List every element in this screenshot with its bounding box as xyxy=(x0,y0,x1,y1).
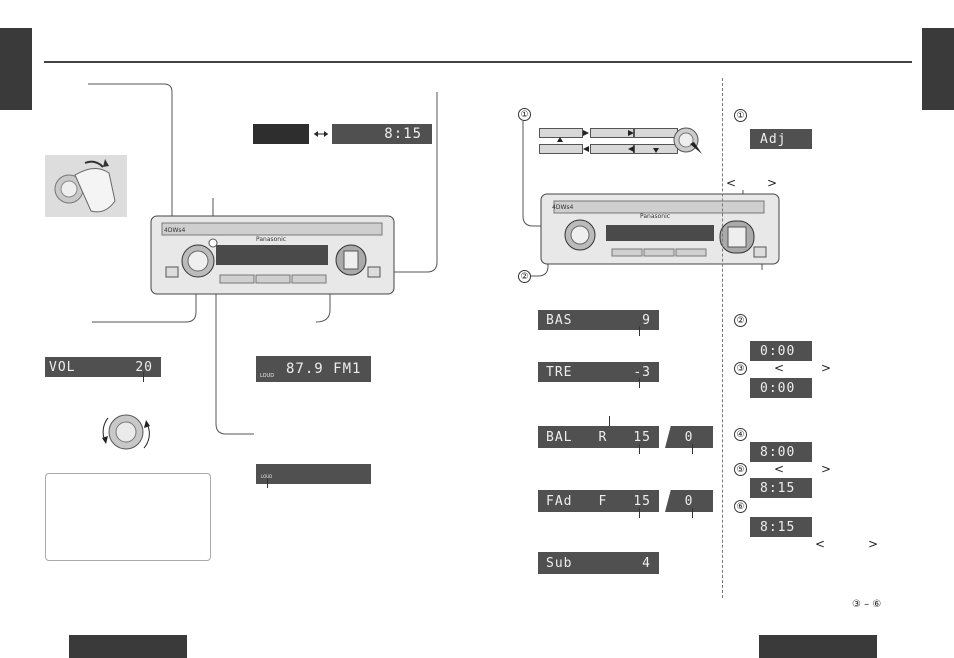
audio-balance-display: BAL R 15 xyxy=(538,426,659,448)
left-stereo-brand: Panasonic xyxy=(256,236,287,243)
steps-range-note: ③ – ⑥ xyxy=(852,599,882,610)
right-stereo-chevron-right: > xyxy=(767,176,778,190)
step5-chevron-left: < xyxy=(774,462,785,476)
step-2-marker: ② xyxy=(518,270,531,283)
adjust-time-display-2: 0:00 xyxy=(750,378,812,398)
flow-box-4 xyxy=(539,144,583,154)
volume-value: 20 xyxy=(135,359,153,375)
left-stereo-badge: 4DWs4 xyxy=(164,227,186,234)
step6-chevron-right: > xyxy=(868,537,879,551)
volume-display: VOL 20 xyxy=(45,357,161,377)
adjust-step-6-marker: ⑥ xyxy=(734,500,747,513)
flow-box-1 xyxy=(539,128,583,138)
step3-chevron-right: > xyxy=(821,361,832,375)
note-box xyxy=(45,473,211,561)
audio-fader-label: FAd xyxy=(546,493,573,509)
clock-blank-display xyxy=(253,124,309,144)
radio-loud-indicator: LOUD xyxy=(260,373,275,379)
adjust-time-display-3: 8:00 xyxy=(750,442,812,462)
right-footer-bar xyxy=(759,635,877,658)
audio-subwoofer-label: Sub xyxy=(546,555,573,571)
knob-press-illustration xyxy=(45,155,127,217)
audio-balance-value: 15 xyxy=(633,429,651,445)
radio-frequency: 87.9 xyxy=(286,361,324,377)
press-knob-icon xyxy=(672,126,704,156)
adjust-step-3-marker: ③ xyxy=(734,362,747,375)
audio-treble-value: -3 xyxy=(633,364,651,380)
loud-display-label: LOUD xyxy=(261,474,273,479)
header-rule xyxy=(44,61,912,63)
right-stereo-chevron-left: < xyxy=(726,176,737,190)
adjust-time-3: 8:00 xyxy=(760,444,796,460)
clock-time-display: 8:15 xyxy=(332,124,432,144)
car-stereo-right: 4DWs4 Panasonic xyxy=(540,193,780,265)
right-page-tab xyxy=(922,28,954,110)
adjust-time-4: 8:15 xyxy=(760,480,796,496)
audio-subwoofer-display: Sub 4 xyxy=(538,552,659,574)
column-separator xyxy=(722,78,723,598)
audio-treble-display: TRE -3 xyxy=(538,362,659,382)
loud-display xyxy=(256,464,371,484)
audio-subwoofer-value: 4 xyxy=(642,555,651,571)
left-footer-bar xyxy=(69,635,187,658)
audio-bass-display: BAS 9 xyxy=(538,310,659,330)
audio-fader-center-display: 0 xyxy=(665,490,713,512)
audio-balance-mid: R xyxy=(598,429,608,445)
adjust-time-2: 0:00 xyxy=(760,380,796,396)
adjust-time-display-1: 0:00 xyxy=(750,341,812,361)
adjust-time-5: 8:15 xyxy=(760,519,796,535)
volume-label: VOL xyxy=(49,359,76,375)
adjust-time-display-4: 8:15 xyxy=(750,478,812,498)
audio-treble-label: TRE xyxy=(546,364,573,380)
step-1-marker: ① xyxy=(518,108,531,121)
audio-balance-label: BAL xyxy=(546,429,573,445)
adjust-step-4-marker: ④ xyxy=(734,428,747,441)
balance-r-tick xyxy=(609,416,610,426)
audio-fader-display: FAd F 15 xyxy=(538,490,659,512)
treble-tick xyxy=(639,378,640,388)
clock-time-text: 8:15 xyxy=(384,126,422,142)
adjust-step-5-marker: ⑤ xyxy=(734,463,747,476)
adjust-mode-text: Adj xyxy=(760,131,787,147)
step5-chevron-right: > xyxy=(821,462,832,476)
adjust-step-1-marker: ① xyxy=(734,109,747,122)
right-stereo-brand: Panasonic xyxy=(640,213,671,220)
balance-center-tick xyxy=(692,444,693,454)
fader-tick xyxy=(639,508,640,518)
bass-tick xyxy=(639,326,640,336)
left-page-tab xyxy=(0,28,32,110)
adjust-time-display-5: 8:15 xyxy=(750,517,812,537)
right-stereo-badge: 4DWs4 xyxy=(552,204,574,211)
audio-bass-value: 9 xyxy=(642,312,651,328)
adjust-mode-display: Adj xyxy=(750,129,812,149)
balance-tick xyxy=(639,444,640,454)
step6-chevron-left: < xyxy=(815,537,826,551)
audio-balance-center-display: 0 xyxy=(665,426,713,448)
radio-frequency-display: 87.9 FM1 xyxy=(256,356,371,382)
adjust-time-1: 0:00 xyxy=(760,343,796,359)
audio-fader-mid: F xyxy=(598,493,608,509)
audio-fader-value: 15 xyxy=(633,493,651,509)
audio-bass-label: BAS xyxy=(546,312,573,328)
step3-chevron-left: < xyxy=(774,361,785,375)
volume-tick xyxy=(143,372,144,382)
volume-knob-illustration xyxy=(96,408,156,458)
audio-fader-center-value: 0 xyxy=(684,493,694,509)
fader-center-tick xyxy=(692,508,693,518)
radio-band: FM1 xyxy=(333,361,362,377)
car-stereo-left: 4DWs4 Panasonic xyxy=(150,215,395,295)
audio-balance-center-value: 0 xyxy=(684,429,694,445)
loud-tick xyxy=(267,478,268,488)
adjust-step-2-marker: ② xyxy=(734,314,747,327)
